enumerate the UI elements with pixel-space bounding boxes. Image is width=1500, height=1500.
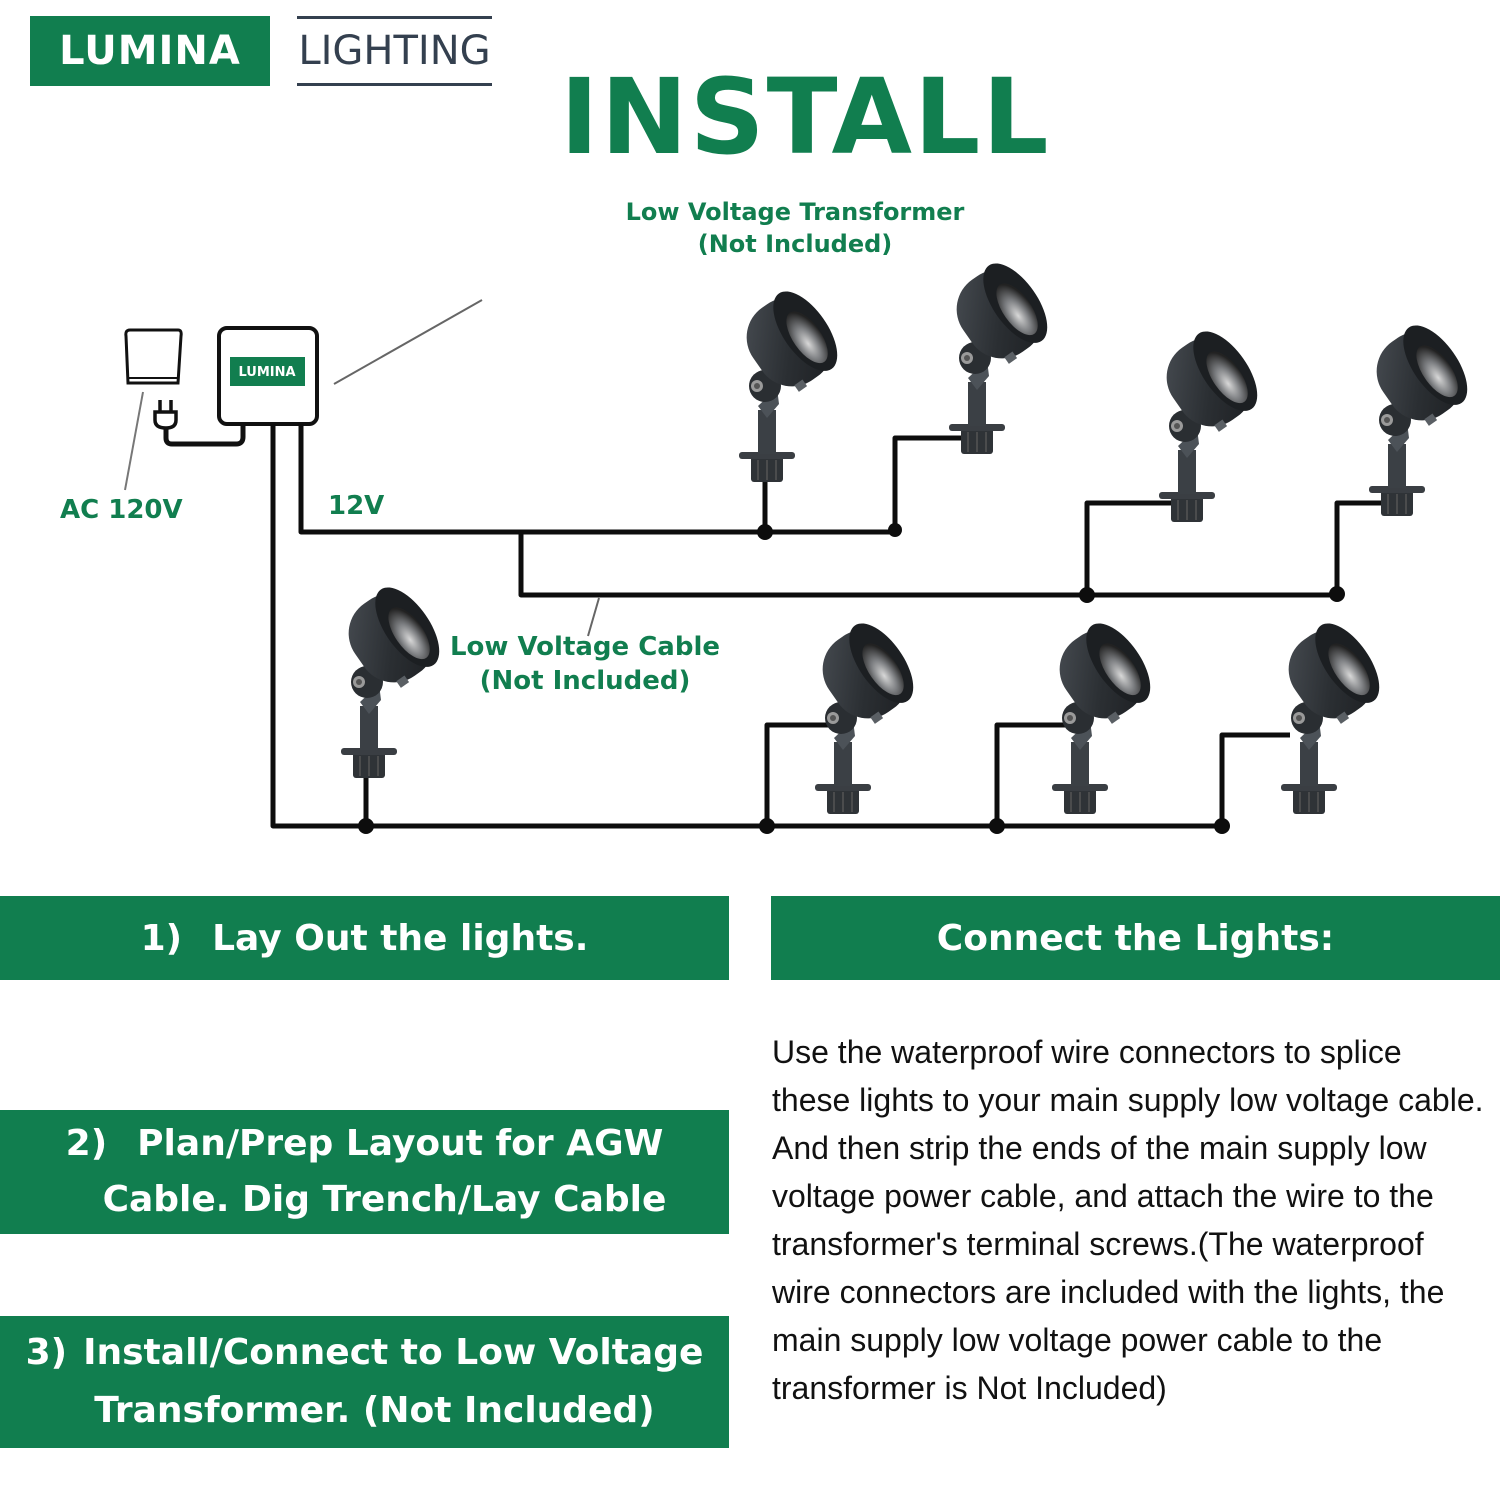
wall-outlet-icon — [124, 328, 183, 385]
cable-label-line2: (Not Included) — [479, 666, 691, 696]
step-2-banner: 2) Plan/Prep Layout for AGW Cable. Dig Tr… — [0, 1110, 729, 1234]
spotlight-icon — [1272, 612, 1393, 815]
low-voltage-cable — [270, 424, 1395, 829]
junction-node — [1329, 586, 1345, 602]
transformer-label-line1: Low Voltage Transformer — [625, 198, 965, 226]
ac-voltage-label: AC 120V — [60, 495, 183, 525]
transformer-leader-line — [333, 299, 483, 385]
step-3-text-line2: Transformer. (Not Included) — [94, 1390, 655, 1431]
transformer-badge: LUMINA — [238, 365, 295, 380]
step-1-text: Lay Out the lights. — [212, 917, 589, 959]
cable-label-line1: Low Voltage Cable — [449, 632, 721, 662]
brand-subname-box: LIGHTING — [297, 16, 492, 86]
cable-label: Low Voltage Cable (Not Included) — [440, 630, 730, 698]
spotlight-icon — [730, 280, 851, 483]
spotlight-icon — [940, 252, 1061, 455]
spotlight-icon — [1360, 314, 1481, 517]
wiring-diagram: LUMINA — [124, 252, 1481, 834]
dc-voltage-label: 12V — [328, 491, 385, 521]
ac-leader-line — [124, 391, 144, 491]
junction-node — [888, 523, 902, 537]
connect-instructions: Use the waterproof wire connectors to sp… — [772, 1034, 1484, 1406]
junction-node — [1214, 818, 1230, 834]
junction-node — [989, 818, 1005, 834]
cable-leader-line — [587, 597, 600, 637]
transformer-label: Low Voltage Transformer (Not Included) — [600, 196, 990, 260]
junction-node — [757, 524, 773, 540]
step-1-number: 1) — [140, 917, 183, 959]
spotlight-icon — [806, 612, 927, 815]
junction-node — [358, 818, 374, 834]
spotlight-icon — [1150, 320, 1271, 523]
junction-nodes — [358, 523, 1345, 834]
brand-name: LUMINA — [59, 28, 241, 74]
transformer-label-line2: (Not Included) — [697, 230, 893, 258]
transformer-icon: LUMINA — [217, 326, 319, 426]
step-1-banner: 1) Lay Out the lights. — [0, 896, 729, 980]
junction-node — [759, 818, 775, 834]
step-2-number: 2) — [65, 1123, 108, 1164]
connect-heading-banner: Connect the Lights: — [771, 896, 1500, 980]
step-3-banner: 3) Install/Connect to Low Voltage Transfo… — [0, 1316, 729, 1448]
spotlight-icon — [1043, 612, 1164, 815]
brand-logo: LUMINA — [30, 16, 270, 86]
junction-node — [1079, 587, 1095, 603]
plug-icon — [153, 400, 246, 447]
spotlight-icon — [332, 576, 453, 779]
step-2-text-line2: Cable. Dig Trench/Lay Cable — [102, 1179, 667, 1220]
brand-subname: LIGHTING — [298, 28, 491, 74]
step-3-number: 3) — [25, 1332, 68, 1373]
step-2-text-line1: Plan/Prep Layout for AGW — [137, 1123, 664, 1164]
connect-heading: Connect the Lights: — [936, 917, 1335, 959]
step-3-text-line1: Install/Connect to Low Voltage — [83, 1332, 704, 1373]
page-title: INSTALL — [560, 56, 1051, 178]
